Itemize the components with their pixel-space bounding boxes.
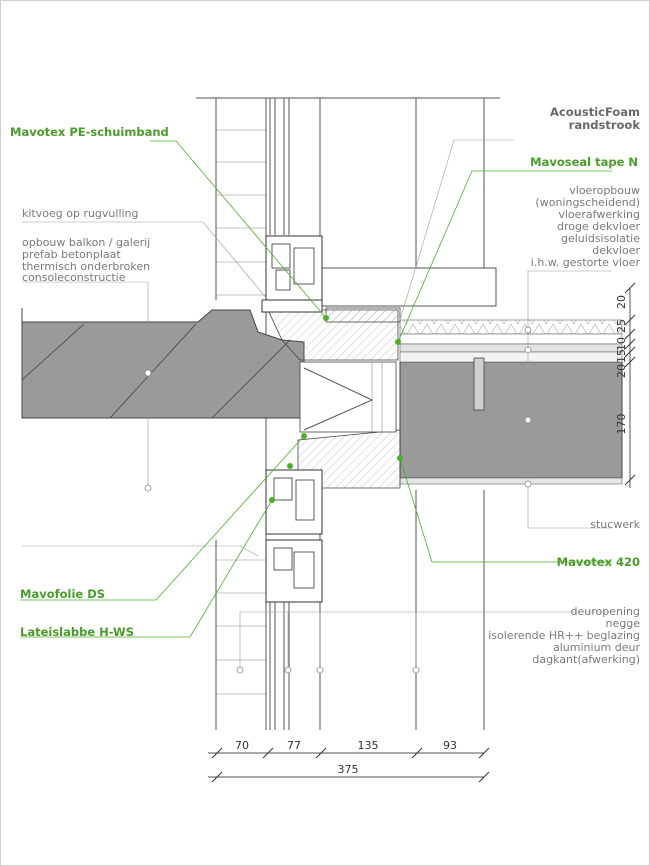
- label-deur-5: dagkant(afwerking): [532, 653, 640, 666]
- label-vloer-7: i.h.w. gestorte vloer: [531, 256, 641, 269]
- window-profile-bottom: [265, 469, 323, 603]
- label-mavoseal: Mavoseal tape N: [530, 155, 638, 169]
- stucwerk-layer: [399, 477, 623, 485]
- floor-finish: [399, 351, 623, 363]
- label-vloer-2: (woningscheidend): [535, 196, 640, 209]
- label-opbouw-3: thermisch onderbroken: [22, 260, 150, 273]
- label-vloer-6: dekvloer: [592, 244, 640, 257]
- label-deur-3: isolerende HR++ beglazing: [488, 629, 640, 642]
- label-opbouw-2: prefab betonplaat: [22, 248, 121, 261]
- floor-slab: [399, 361, 623, 479]
- dim-r-10: 10: [615, 337, 628, 351]
- dim-93: 93: [443, 739, 457, 752]
- dim-375: 375: [338, 763, 359, 776]
- label-mavotex-420: Mavotex 420: [557, 555, 640, 569]
- bottom-dimension-lines: [208, 747, 490, 783]
- label-kitvoeg: kitvoeg op rugvulling: [22, 207, 139, 220]
- dim-r-170: 170: [615, 414, 628, 435]
- dim-70: 70: [235, 739, 249, 752]
- dim-r-25: 25: [615, 319, 628, 333]
- label-vloer-4: droge dekvloer: [557, 220, 640, 233]
- dim-77: 77: [287, 739, 301, 752]
- sill-board: [325, 307, 401, 323]
- dim-135: 135: [358, 739, 379, 752]
- dim-r-20a: 20: [615, 295, 628, 309]
- insulation-block: [299, 361, 397, 433]
- window-profile-top: [261, 235, 323, 313]
- label-vloer-5: geluidsisolatie: [561, 232, 640, 245]
- green-leader-lines: [20, 140, 612, 638]
- label-lateislabbe: Lateislabbe H-WS: [20, 625, 134, 639]
- label-vloer-1: vloeropbouw: [569, 184, 640, 197]
- balcony-slab: [21, 308, 305, 419]
- leader-lines: [22, 139, 612, 670]
- dim-r-20b: 20: [615, 364, 628, 378]
- anchor-bolt: [473, 357, 485, 411]
- label-stucwerk: stucwerk: [590, 518, 640, 531]
- label-mavotex-pe: Mavotex PE-schuimband: [10, 125, 169, 139]
- label-deur-1: deuropening: [571, 605, 640, 618]
- right-dimension-line: [624, 282, 636, 488]
- label-mavofolie: Mavofolie DS: [20, 587, 105, 601]
- label-deur-2: negge: [606, 617, 641, 630]
- glazing: [269, 98, 290, 730]
- leader-dots: [144, 326, 532, 674]
- floor-insulation: [399, 319, 623, 335]
- label-acousticfoam-2: randstrook: [569, 118, 641, 132]
- label-deur-4: aluminium deur: [553, 641, 640, 654]
- dim-r-15: 15: [615, 349, 628, 363]
- floor-acoustic: [399, 343, 623, 353]
- green-markers: [269, 315, 403, 503]
- slab-hatch: [21, 323, 291, 419]
- label-opbouw-4: consoleconstructie: [22, 271, 126, 284]
- label-opbouw-1: opbouw balkon / galerij: [22, 236, 150, 249]
- label-vloer-3: vloerafwerking: [558, 208, 640, 221]
- floor-dekvloer: [399, 333, 623, 345]
- label-acousticfoam-1: AcousticFoam: [550, 105, 640, 119]
